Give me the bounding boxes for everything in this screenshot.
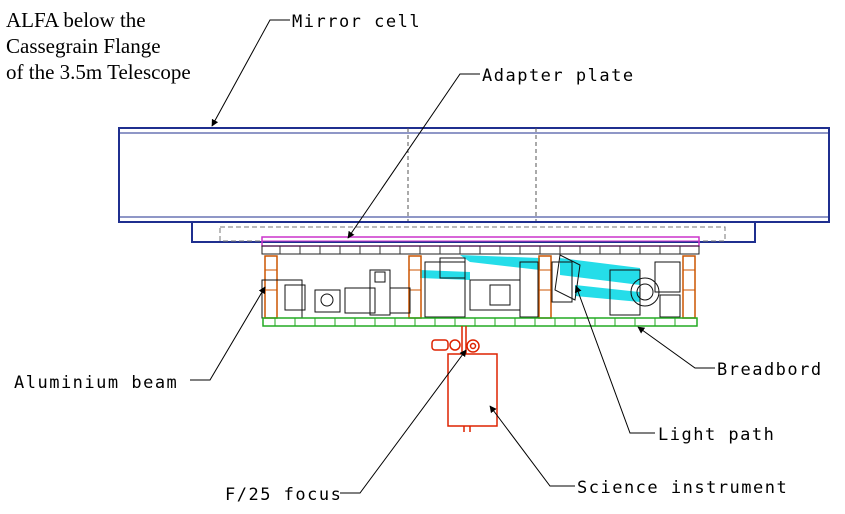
diagram-title: ALFA below the Cassegrain Flange of the …: [6, 8, 191, 84]
title-line-3: of the 3.5m Telescope: [6, 60, 191, 84]
optical-components: [261, 254, 681, 319]
science-instrument: [431, 326, 498, 432]
leader-f25-focus: [340, 349, 467, 494]
mirror-cell: [118, 127, 830, 243]
aluminium-beams: [264, 255, 696, 319]
label-mirror-cell: Mirror cell: [292, 12, 421, 32]
title-line-1: ALFA below the: [6, 8, 146, 32]
leader-aluminium-beam: [190, 286, 266, 381]
leader-lines: [190, 19, 715, 494]
label-adapter-plate: Adapter plate: [482, 66, 635, 86]
adapter-plate: [261, 236, 700, 255]
leader-mirror-cell: [211, 19, 290, 127]
label-f25-focus: F/25 focus: [225, 485, 342, 505]
leader-adapter-plate: [347, 73, 480, 239]
leader-science-instrument: [489, 405, 575, 487]
leader-light-path: [574, 285, 655, 434]
leader-breadbord: [637, 326, 715, 369]
label-aluminium-beam: Aluminium beam: [14, 373, 178, 393]
breadboard: [262, 317, 698, 327]
label-breadbord: Breadbord: [717, 360, 823, 380]
label-science-instrument: Science instrument: [577, 478, 788, 498]
title-line-2: Cassegrain Flange: [6, 34, 161, 58]
label-light-path: Light path: [658, 425, 775, 445]
